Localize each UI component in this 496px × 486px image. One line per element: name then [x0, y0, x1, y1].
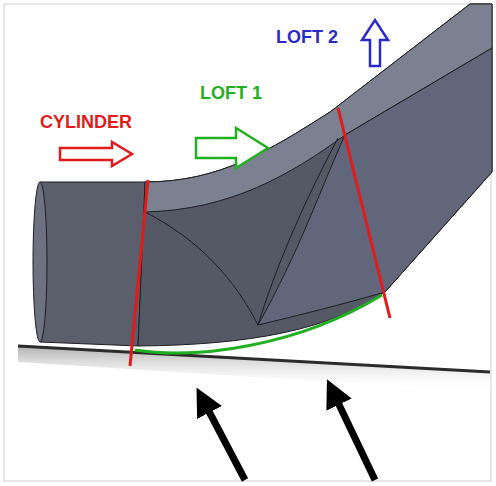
direction-arrow: [60, 142, 132, 166]
loft-side-face: [258, 48, 492, 325]
ground-shadow: [18, 346, 490, 392]
direction-arrow: [196, 128, 268, 168]
cylinder-body: [40, 182, 146, 346]
ground-line: [18, 346, 490, 372]
bottom-curve: [135, 295, 382, 353]
pointer-arrow: [203, 400, 245, 480]
part-label: LOFT 2: [276, 28, 338, 46]
direction-arrow: [362, 20, 388, 66]
pointer-arrow: [333, 392, 375, 480]
part-label: CYLINDER: [40, 113, 132, 131]
loft-edge: [145, 212, 258, 325]
cylinder-end: [33, 182, 47, 342]
loft-edge: [258, 138, 338, 325]
image-frame: [4, 4, 491, 481]
part-label: LOFT 1: [200, 84, 262, 102]
section-line: [130, 180, 148, 366]
section-line: [338, 108, 390, 318]
loft-body: [138, 4, 492, 346]
